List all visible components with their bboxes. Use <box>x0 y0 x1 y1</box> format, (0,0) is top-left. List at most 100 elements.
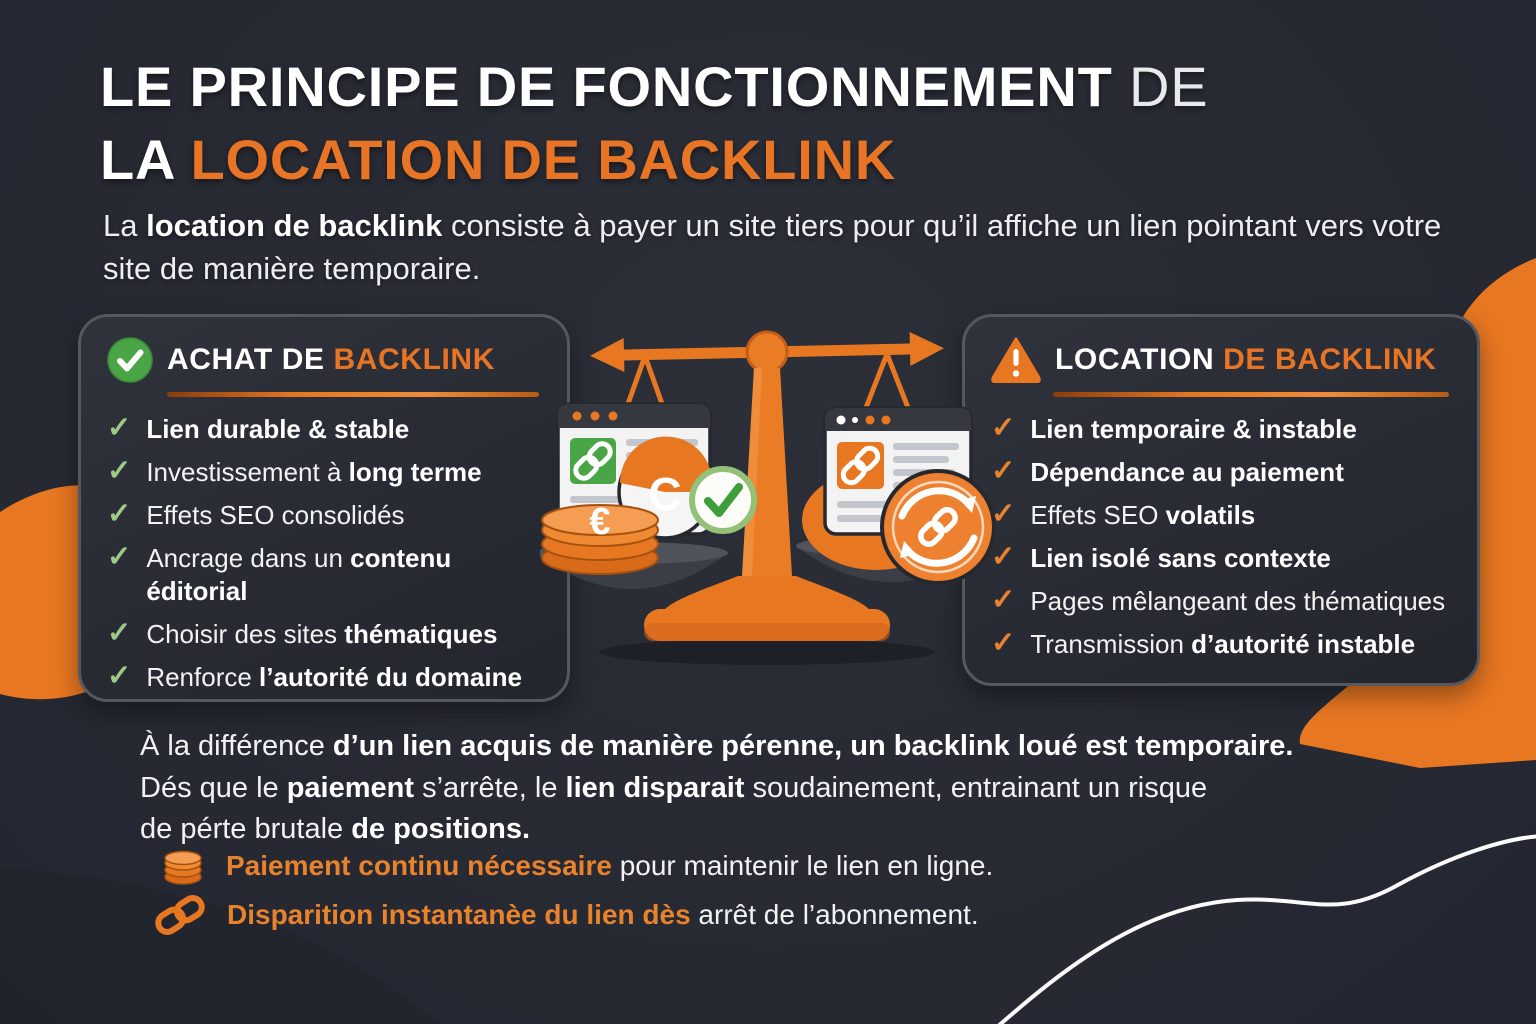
check-icon: ✓ <box>991 584 1016 616</box>
text-segment: À la différence <box>140 730 333 762</box>
check-icon: ✓ <box>107 412 132 444</box>
text-segment: Ancrage dans un <box>146 543 351 573</box>
text-segment: Lien durable & stable <box>146 414 410 444</box>
text-segment: Investissement à <box>146 457 349 487</box>
text-segment: l’autorité du domaine <box>259 662 522 692</box>
list-item-text: Lien temporaire & instable <box>1030 413 1357 446</box>
check-icon: ✓ <box>991 455 1016 487</box>
text-segment: LOCATION DE BACKLINK <box>190 128 897 191</box>
bottom-left-shade <box>0 868 440 1024</box>
check-badge <box>689 466 757 534</box>
text-segment: paiement <box>286 772 415 804</box>
conclusion-paragraph-1: À la différence d’un lien acquis de mani… <box>140 726 1293 766</box>
purchase-card-title: ACHAT DE BACKLINK <box>167 343 495 377</box>
list-item: ✓ Lien durable & stable <box>107 413 541 446</box>
rental-card-title: LOCATION DE BACKLINK <box>1055 343 1436 377</box>
payment-note-text: Paiement continu nécessaire pour mainten… <box>226 848 993 884</box>
title-line-1: LE PRINCIPE DE FONCTIONNEMENT DE <box>100 50 1208 123</box>
list-item: ✓ Investissement à long terme <box>107 456 541 489</box>
list-item-text: Investissement à long terme <box>146 456 481 489</box>
euro-coins: € <box>541 501 659 575</box>
warning-triangle-icon <box>991 337 1041 383</box>
list-item: ✓ Renforce l’autorité du domaine <box>107 661 541 694</box>
text-segment: consiste à payer un site tiers pour qu’i… <box>103 208 1442 286</box>
text-segment: location de backlink <box>146 208 443 243</box>
text-segment: Lien isolé sans contexte <box>1030 543 1331 573</box>
text-segment: de positions. <box>351 813 531 845</box>
payment-note-row: Paiement continu nécessaire pour mainten… <box>162 846 993 886</box>
text-segment: DE BACKLINK <box>1223 343 1437 376</box>
text-segment: s’arrête, le <box>414 772 566 804</box>
check-icon: ✓ <box>991 541 1016 573</box>
text-segment: long terme <box>348 457 482 487</box>
purchase-card-header: ACHAT DE BACKLINK <box>107 337 541 383</box>
check-icon: ✓ <box>107 541 132 573</box>
text-segment: soudainement, entrainant un risque de pé… <box>140 772 1208 845</box>
text-segment: La <box>103 208 147 243</box>
check-icon: ✓ <box>107 455 132 487</box>
list-item-text: Effets SEO volatils <box>1030 499 1255 532</box>
text-segment: DE <box>1112 55 1209 118</box>
svg-text:C: C <box>648 468 681 520</box>
text-segment: arrêt de l’abonnement. <box>690 899 979 930</box>
text-segment: Transmission <box>1030 629 1192 659</box>
check-icon: ✓ <box>107 617 132 649</box>
purchase-card: ACHAT DE BACKLINK ✓ Lien durable & stable… <box>78 314 570 702</box>
svg-text:€: € <box>589 501 610 543</box>
list-item-text: Choisir des sites thématiques <box>146 618 497 651</box>
list-item: ✓ Choisir des sites thématiques <box>107 618 541 651</box>
check-icon: ✓ <box>107 498 132 530</box>
chain-link-icon <box>155 895 205 935</box>
page-title: LE PRINCIPE DE FONCTIONNEMENT DE LA LOCA… <box>100 50 1208 196</box>
check-circle-icon <box>107 337 153 383</box>
conclusion-paragraph-2: Dés que le paiement s’arrête, le lien di… <box>140 768 1230 850</box>
purchase-title-underline <box>167 392 539 397</box>
text-segment: d’un lien acquis de manière pérenne, un … <box>332 730 1294 762</box>
rental-drawbacks-list: ✓ Lien temporaire & instable ✓ Dépendance a… <box>991 413 1451 661</box>
rental-card: LOCATION DE BACKLINK ✓ Lien temporaire & … <box>962 314 1480 686</box>
list-item-text: Lien isolé sans contexte <box>1030 542 1331 575</box>
text-segment: Dés que le <box>140 772 287 804</box>
beam-pivot <box>745 330 789 374</box>
text-segment: contenu éditorial <box>146 543 452 606</box>
list-item: ✓ Dépendance au paiement <box>991 456 1451 489</box>
list-item: ✓ Lien isolé sans contexte <box>991 542 1451 575</box>
text-segment: Pages mêlangeant des thématiques <box>1030 586 1446 616</box>
text-segment: Effets SEO consolidés <box>146 500 405 530</box>
coins-icon <box>164 850 202 885</box>
check-icon: ✓ <box>991 498 1016 530</box>
purchase-benefits-list: ✓ Lien durable & stable ✓ Investissement à … <box>107 413 541 694</box>
list-item: ✓ Transmission d’autorité instable <box>991 628 1451 661</box>
text-segment: ACHAT DE <box>167 343 334 376</box>
text-segment: LA <box>100 128 191 191</box>
list-item-text: Dépendance au paiement <box>1030 456 1344 489</box>
list-item-text: Transmission d’autorité instable <box>1030 628 1415 661</box>
list-item-text: Ancrage dans un contenu éditorial <box>146 542 541 608</box>
text-segment: Renforce <box>146 662 260 692</box>
pie-coin: C <box>617 436 713 540</box>
scale-pedestal <box>644 368 890 641</box>
list-item-text: Lien durable & stable <box>146 413 409 446</box>
text-segment: Effets SEO <box>1030 500 1166 530</box>
list-item: ✓ Effets SEO consolidés <box>107 499 541 532</box>
list-item: ✓ Ancrage dans un contenu éditorial <box>107 542 541 608</box>
balance-beam <box>590 330 944 374</box>
check-icon: ✓ <box>107 660 132 692</box>
text-segment: BACKLINK <box>333 343 495 376</box>
intro-text: La location de backlink consiste à payer… <box>103 204 1443 290</box>
text-segment: Paiement continu nécessaire <box>226 850 612 881</box>
list-item-text: Effets SEO consolidés <box>146 499 404 532</box>
rental-card-header: LOCATION DE BACKLINK <box>991 337 1451 383</box>
text-segment: lien disparait <box>565 772 745 804</box>
text-segment: pour maintenir le lien en ligne. <box>611 850 994 881</box>
text-segment: volatils <box>1165 500 1256 530</box>
list-item-text: Pages mêlangeant des thématiques <box>1030 585 1445 618</box>
text-segment: Disparition instantanèe du lien dès <box>227 899 691 930</box>
rental-title-underline <box>1053 392 1449 397</box>
text-segment: LE PRINCIPE DE FONCTIONNEMENT <box>100 55 1113 118</box>
text-segment: d’autorité instable <box>1191 629 1416 659</box>
check-icon: ✓ <box>991 627 1016 659</box>
text-segment: Choisir des sites <box>146 619 345 649</box>
text-segment: thématiques <box>344 619 498 649</box>
text-segment: Dépendance au paiement <box>1030 457 1344 487</box>
